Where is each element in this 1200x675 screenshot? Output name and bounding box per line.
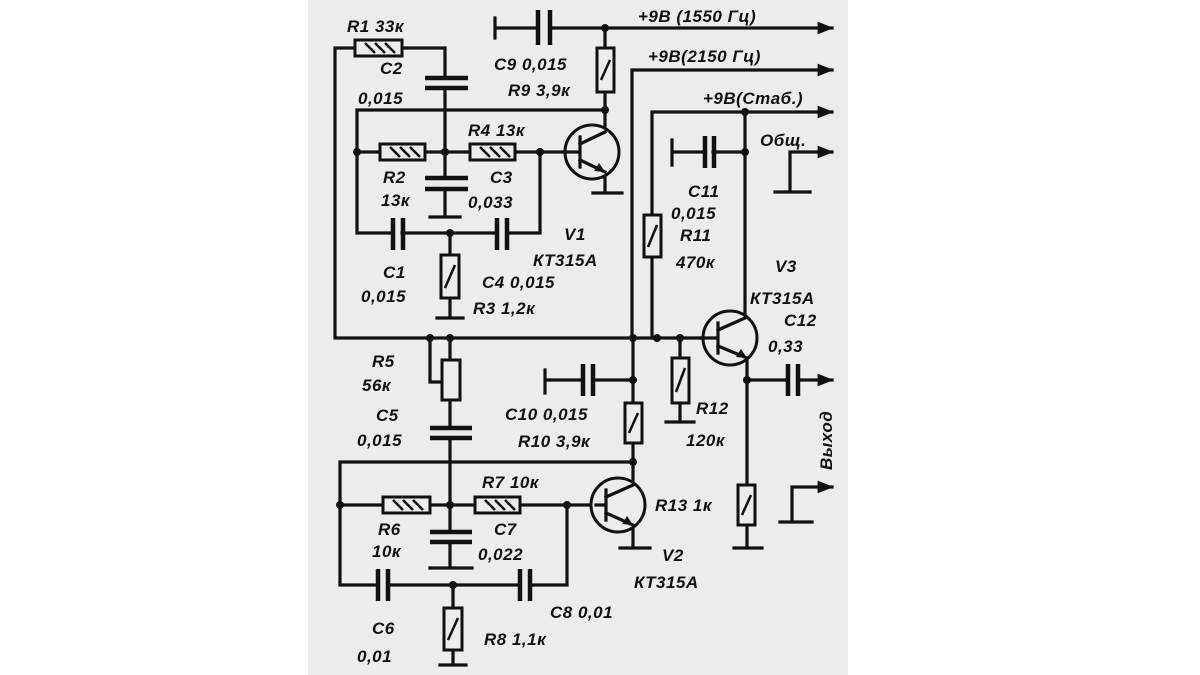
- label-c4: C4 0,015: [482, 273, 555, 292]
- label-r6-value: 10к: [372, 542, 402, 561]
- label-r5-value: 56к: [362, 376, 392, 395]
- label-r2: R2: [383, 168, 406, 187]
- resistor-r11: [642, 213, 663, 259]
- label-c7: C7: [494, 520, 518, 539]
- label-c11-value: 0,015: [671, 204, 716, 223]
- capacitor-c4: [494, 218, 510, 250]
- resistor-r10: [623, 401, 644, 445]
- label-r10: R10 3,9к: [518, 432, 591, 451]
- capacitor-c1: [390, 218, 406, 250]
- resistor-r5: [440, 358, 462, 402]
- label-r7: R7 10к: [482, 473, 540, 492]
- output-label: Выход: [817, 411, 836, 470]
- label-c12: C12: [784, 311, 817, 330]
- label-r11-value: 470к: [675, 253, 716, 272]
- resistor-r4: [468, 142, 517, 162]
- label-r4: R4 13к: [468, 121, 526, 140]
- rail-label-1550: +9В (1550 Гц): [638, 7, 756, 26]
- capacitor-c7: [430, 529, 472, 545]
- label-c6: C6: [372, 619, 395, 638]
- capacitor-c12: [785, 364, 801, 396]
- label-v3-type: КТ315А: [750, 289, 815, 308]
- capacitor-c8: [517, 569, 533, 601]
- label-r12: R12: [696, 399, 729, 418]
- label-c1: C1: [383, 263, 406, 282]
- resistor-r6: [381, 495, 432, 515]
- label-c9: C9 0,015: [494, 55, 567, 74]
- capacitor-c6: [375, 569, 391, 601]
- label-v1-type: КТ315А: [533, 251, 598, 270]
- rail-label-stab: +9В(Стаб.): [703, 89, 803, 108]
- label-c2: C2: [380, 59, 403, 78]
- label-c3-value: 0,033: [468, 193, 513, 212]
- label-v1: V1: [564, 225, 586, 244]
- label-c12-value: 0,33: [768, 337, 803, 356]
- label-v3: V3: [775, 257, 797, 276]
- resistor-r2: [378, 142, 427, 162]
- resistor-r1: [353, 38, 404, 58]
- resistor-r8: [442, 606, 464, 652]
- label-r5: R5: [372, 352, 395, 371]
- capacitor-c9: [535, 10, 553, 45]
- label-c3: C3: [490, 168, 513, 187]
- label-c5: C5: [376, 406, 399, 425]
- capacitor-c11: [702, 136, 717, 168]
- transistor-v2: [589, 476, 647, 534]
- resistor-r3: [439, 253, 461, 300]
- rail-label-common: Общ.: [760, 131, 806, 150]
- label-r12-value: 120к: [686, 431, 726, 450]
- label-c2-value: 0,015: [358, 89, 403, 108]
- labels: R1 33к C2 0,015 C9 0,015 R9 3,9к +9В (15…: [347, 7, 836, 666]
- label-c10: C10 0,015: [505, 405, 588, 424]
- junctions: [336, 24, 751, 589]
- transistor-v1: [563, 123, 621, 181]
- label-v2-type: КТ315А: [634, 573, 699, 592]
- label-r8: R8 1,1к: [484, 630, 547, 649]
- resistor-r9: [595, 46, 616, 94]
- label-c7-value: 0,022: [478, 545, 523, 564]
- transistor-v3: [698, 309, 759, 367]
- resistor-r7: [473, 495, 522, 515]
- label-c5-value: 0,015: [357, 431, 402, 450]
- capacitor-c10: [580, 364, 596, 396]
- capacitor-c5: [430, 425, 472, 441]
- label-v2: V2: [662, 546, 684, 565]
- label-r3: R3 1,2к: [473, 299, 536, 318]
- label-c11: C11: [688, 182, 719, 201]
- label-r2-value: 13к: [381, 191, 411, 210]
- label-r13: R13 1к: [655, 496, 713, 515]
- rail-label-2150: +9В(2150 Гц): [648, 47, 761, 66]
- label-r6: R6: [378, 520, 401, 539]
- label-c6-value: 0,01: [357, 647, 392, 666]
- resistor-r13: [736, 483, 757, 527]
- resistor-r12: [670, 356, 691, 405]
- label-c1-value: 0,015: [361, 287, 406, 306]
- capacitor-c2: [425, 75, 468, 91]
- label-r1: R1 33к: [347, 17, 405, 36]
- label-r9: R9 3,9к: [508, 81, 571, 100]
- wires: [333, 18, 832, 667]
- label-r11: R11: [680, 226, 711, 245]
- label-c8: C8 0,01: [550, 603, 613, 622]
- capacitor-c3: [425, 175, 468, 192]
